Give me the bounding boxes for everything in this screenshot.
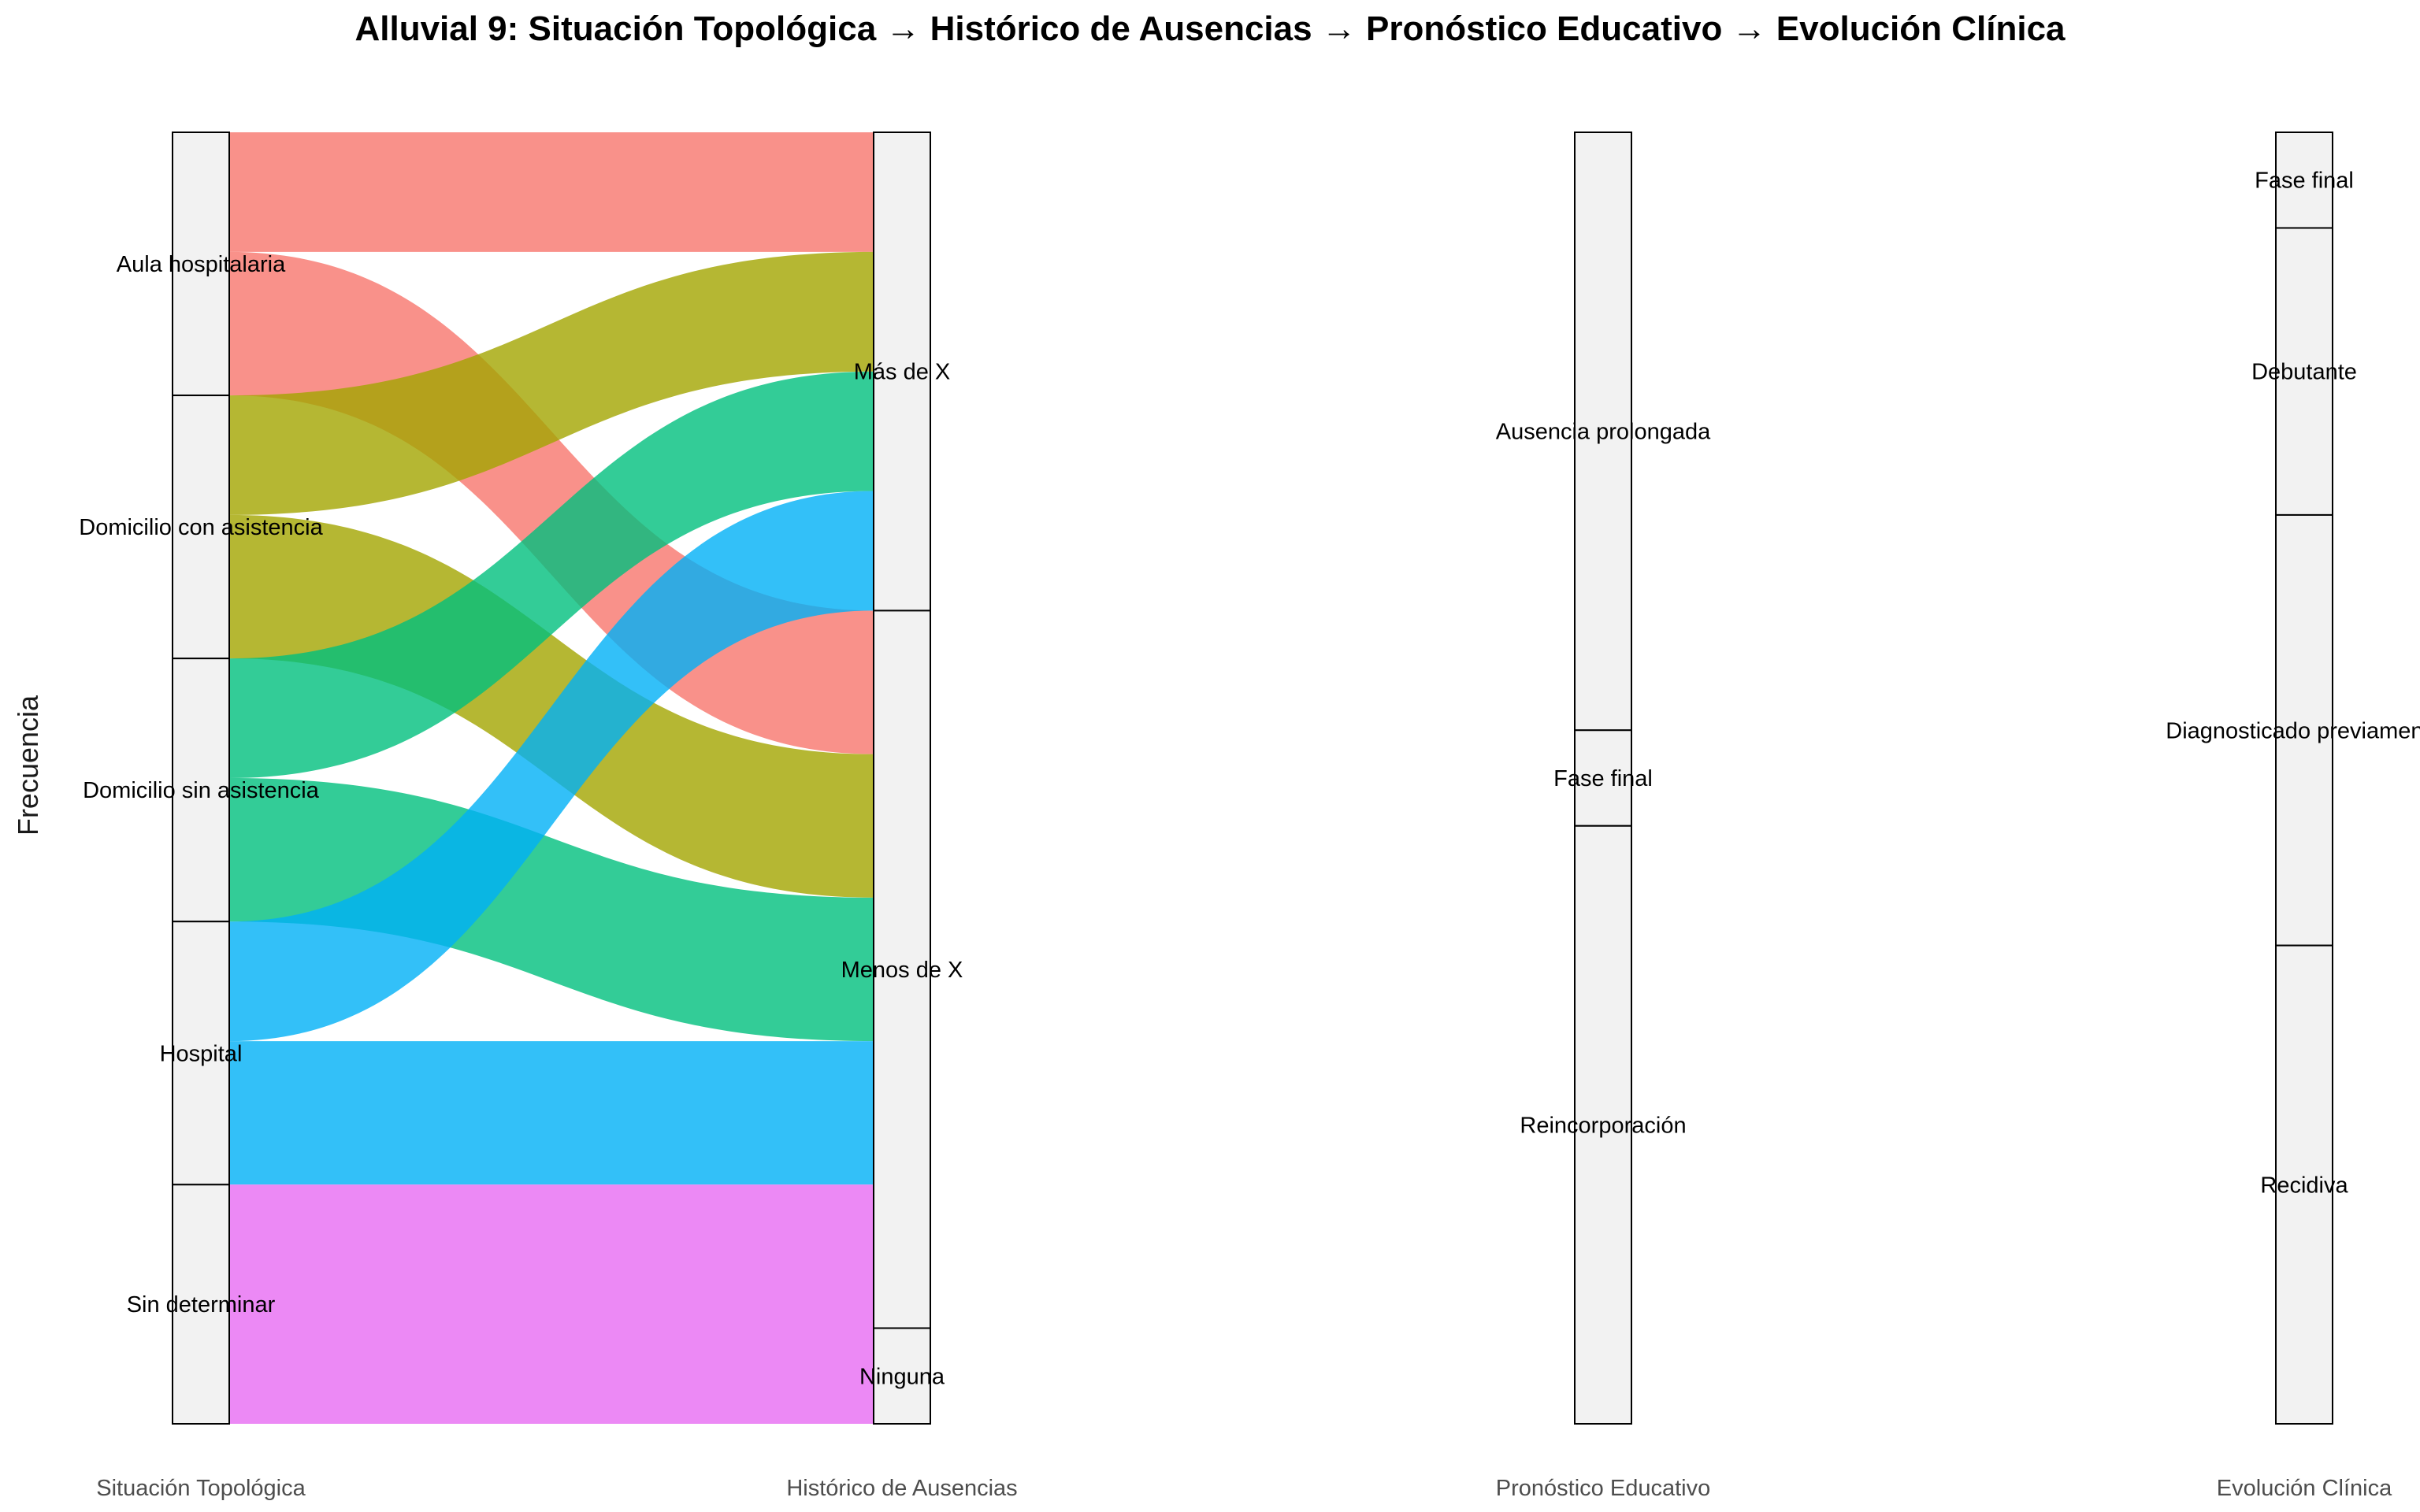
flow-hospital-to-menos-de-x <box>229 1041 874 1185</box>
stratum-label-fase-final: Fase final <box>2255 169 2354 194</box>
flow-domicilio-sin-asistencia-to-menos-de-x <box>229 778 874 1042</box>
x-tick-evolucion-clinica: Evolución Clínica <box>2216 1476 2392 1501</box>
flow-domicilio-con-asistencia-to-mas-de-x <box>229 251 874 515</box>
flow-domicilio-sin-asistencia-to-mas-de-x <box>229 371 874 778</box>
stratum-ausencia-prolongada <box>1574 132 1632 732</box>
stratum-label-reincorporacion: Reincorporación <box>1520 1113 1686 1138</box>
flow-aula-hospitalaria-to-mas-de-x <box>229 132 874 252</box>
stratum-aula-hospitalaria <box>172 132 230 397</box>
x-tick-pronostico-educativo: Pronóstico Educativo <box>1495 1476 1711 1501</box>
stratum-debutante <box>2275 227 2333 516</box>
stratum-mas-de-x <box>873 132 931 612</box>
stratum-sin-determinar <box>172 1184 230 1425</box>
flow-sin-determinar-to-menos-de-x <box>229 1184 874 1329</box>
strata-layer <box>172 132 2333 1425</box>
stratum-label-fase-final: Fase final <box>1553 766 1653 791</box>
chart-title: Alluvial 9: Situación Topológica → Histó… <box>354 9 2066 48</box>
flow-hospital-to-mas-de-x <box>229 491 874 1042</box>
stratum-label-mas-de-x: Más de X <box>854 360 951 385</box>
stratum-recidiva <box>2275 944 2333 1425</box>
stratum-label-aula-hospitalaria: Aula hospitalaria <box>117 252 286 277</box>
stratum-reincorporacion <box>1574 825 1632 1425</box>
x-tick-situacion-topologica: Situación Topológica <box>96 1476 306 1501</box>
stratum-label-recidiva: Recidiva <box>2260 1173 2348 1198</box>
stratum-diagnosticado-previamente <box>2275 513 2333 947</box>
stratum-label-debutante: Debutante <box>2251 360 2357 385</box>
stratum-label-hospital: Hospital <box>160 1041 243 1066</box>
stratum-label-ninguna: Ninguna <box>859 1364 945 1389</box>
stratum-ninguna <box>873 1327 931 1425</box>
stratum-fase-final <box>2275 132 2333 229</box>
stratum-label-domicilio-con-asistencia: Domicilio con asistencia <box>79 515 323 540</box>
stratum-label-domicilio-sin-asistencia: Domicilio sin asistencia <box>83 778 320 803</box>
flow-sin-determinar-to-ninguna <box>229 1328 874 1424</box>
stratum-label-menos-de-x: Menos de X <box>841 958 963 983</box>
flows-layer <box>229 132 874 1424</box>
stratum-label-ausencia-prolongada: Ausencia prolongada <box>1496 420 1711 445</box>
stratum-label-diagnosticado-previamente: Diagnosticado previamente <box>2166 718 2420 743</box>
stratum-label-sin-determinar: Sin determinar <box>127 1292 276 1317</box>
stratum-menos-de-x <box>873 610 931 1329</box>
x-tick-historico-de-ausencias: Histórico de Ausencias <box>786 1476 1018 1501</box>
